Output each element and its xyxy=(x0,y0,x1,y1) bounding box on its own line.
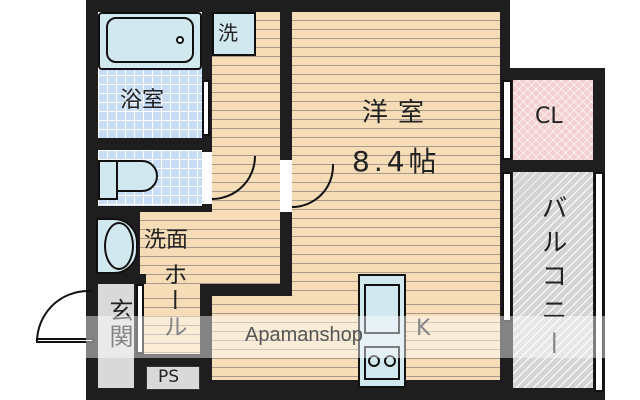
entrance-label: 玄関 xyxy=(105,298,133,350)
closet xyxy=(513,80,593,160)
inner-wall xyxy=(280,12,292,162)
washroom-floor xyxy=(140,212,280,290)
western-room-name: 洋室 xyxy=(362,98,435,128)
bathroom-label: 浴室 xyxy=(120,88,165,113)
hall-lower-floor xyxy=(140,290,200,354)
toilet-tank-icon xyxy=(98,160,118,200)
balcony-rail xyxy=(594,172,604,392)
entrance-step xyxy=(136,284,144,354)
washer-label: 洗 xyxy=(218,21,238,45)
inner-wall-lower xyxy=(280,212,292,296)
closet-label: CL xyxy=(535,104,563,129)
burner-icon xyxy=(368,355,380,367)
kitchen-label: K xyxy=(416,316,431,341)
entrance-door-leaf xyxy=(36,338,94,343)
washroom-shelf xyxy=(96,274,146,284)
washer-space xyxy=(212,12,256,56)
pipe-space xyxy=(146,366,200,390)
balcony-window[interactable] xyxy=(502,172,512,322)
kitchen-floor xyxy=(212,296,500,380)
watermark-band xyxy=(86,316,605,358)
burner-icon xyxy=(384,355,396,367)
washbasin-bowl xyxy=(104,222,134,270)
room-door-opening xyxy=(280,160,292,212)
closet-door[interactable] xyxy=(502,80,512,160)
watermark-text: Apamanshop xyxy=(245,324,363,346)
entrance-door[interactable] xyxy=(36,290,92,342)
washroom-label: 洗面 xyxy=(144,228,189,253)
pipe-space-label: PS xyxy=(158,367,180,387)
hall-label: ホール xyxy=(159,262,187,340)
entrance xyxy=(98,284,134,388)
western-room-size: 8.4帖 xyxy=(352,145,441,178)
inner-wall-step-down xyxy=(200,284,212,380)
sink-icon xyxy=(364,284,400,334)
balcony-label: バルコニー xyxy=(537,194,567,364)
inner-wall-step xyxy=(200,284,292,296)
bathroom-door[interactable] xyxy=(202,80,210,136)
balcony xyxy=(513,172,593,388)
drain-icon xyxy=(176,36,184,44)
toilet-door-opening xyxy=(202,152,212,204)
